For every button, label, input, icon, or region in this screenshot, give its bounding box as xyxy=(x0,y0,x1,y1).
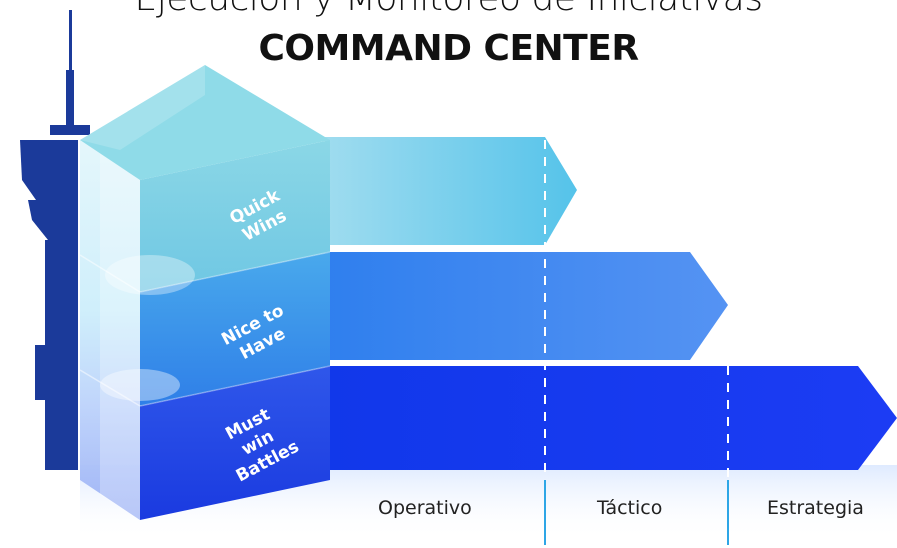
cube-front-must-win xyxy=(140,366,330,520)
horizon-label-operativo: Operativo xyxy=(378,497,472,519)
arrow-must-win-battles xyxy=(325,366,897,470)
arrow-nice-to-have xyxy=(325,252,728,360)
cube-front-nice-to-have xyxy=(140,252,330,406)
horizon-label-estrategia: Estrategia xyxy=(767,497,864,519)
tower-silhouette xyxy=(20,10,90,470)
horizon-label-tactico: Táctico xyxy=(597,497,663,519)
cube-stack xyxy=(79,65,331,520)
cube-front-quick-wins xyxy=(140,140,330,292)
cube-top-face xyxy=(80,65,330,180)
page-subtitle: Ejecución y Monitoreo de Iniciativas xyxy=(0,0,897,19)
page-title: COMMAND CENTER xyxy=(258,28,639,69)
arrow-quick-wins xyxy=(325,137,577,245)
cube-side-panel xyxy=(80,140,140,520)
